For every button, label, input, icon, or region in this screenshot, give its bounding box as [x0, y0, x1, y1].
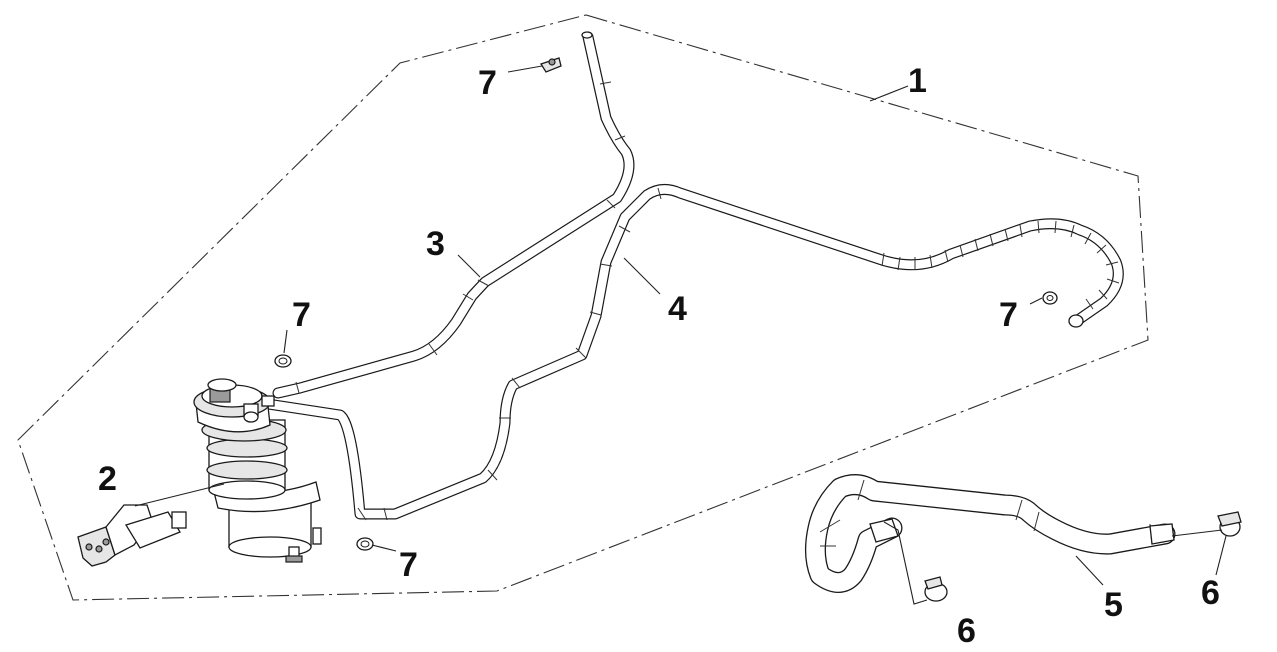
- clamp-7-top: [540, 57, 562, 73]
- callout-3: 3: [426, 225, 445, 263]
- callout-6-right: 6: [1201, 574, 1220, 612]
- callout-5: 5: [1104, 586, 1123, 624]
- callout-1: 1: [908, 62, 927, 100]
- callout-7-canister: 7: [292, 296, 311, 334]
- hose-5: [804, 474, 1176, 593]
- clamp-6-left: [924, 576, 948, 602]
- canister: [193, 378, 322, 563]
- leader-lines: [134, 65, 1227, 605]
- bracket-2: [77, 504, 187, 567]
- callout-4: 4: [668, 290, 687, 328]
- callout-7-bottom: 7: [399, 546, 418, 584]
- clamp-7-right: [1042, 291, 1058, 305]
- hose-4: [262, 184, 1124, 521]
- clamp-6-right: [1217, 511, 1242, 537]
- callout-2: 2: [98, 460, 117, 498]
- callout-7-right: 7: [999, 296, 1018, 334]
- clamp-7-canister: [274, 354, 292, 368]
- callout-6-left: 6: [957, 612, 976, 650]
- callout-7-top: 7: [478, 64, 497, 102]
- clamp-7-bottom: [356, 537, 374, 551]
- hose-3: [272, 31, 635, 399]
- assembly-outline: [17, 14, 1149, 601]
